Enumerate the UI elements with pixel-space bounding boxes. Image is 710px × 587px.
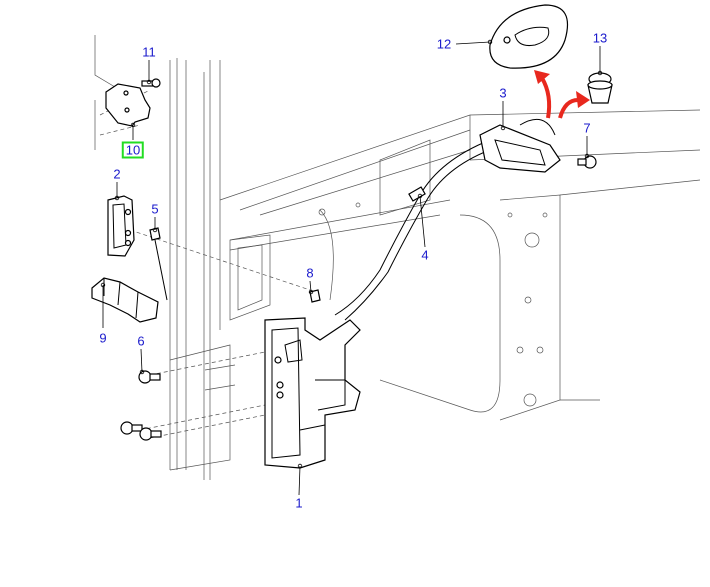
- part-5-clip-rod: [149, 227, 168, 301]
- callout-7[interactable]: 7: [583, 120, 591, 136]
- callout-3[interactable]: 3: [499, 85, 507, 101]
- arrow-head-13: [576, 91, 590, 108]
- callout-9[interactable]: 9: [99, 330, 107, 346]
- callout-8[interactable]: 8: [306, 265, 314, 281]
- callout-11[interactable]: 11: [142, 44, 156, 60]
- part-9-bracket: [91, 277, 159, 323]
- part-10-bracket: [105, 83, 151, 127]
- installation-arrows: [540, 76, 579, 119]
- door-frame: [94, 35, 701, 480]
- callout-12[interactable]: 12: [436, 36, 452, 52]
- part-3-handle-unit: [479, 118, 561, 173]
- part-4-cable: [334, 139, 496, 321]
- part-1-door-latch: [264, 317, 361, 469]
- callout-13[interactable]: 13: [592, 30, 608, 46]
- part-8-clip: [309, 289, 321, 303]
- callout-leaders: [100, 39, 603, 496]
- callout-2[interactable]: 2: [113, 166, 121, 182]
- callout-5[interactable]: 5: [151, 201, 159, 217]
- part-12-bezel: [489, 4, 569, 69]
- arrow-head-12: [534, 70, 550, 84]
- part-11-screw: [141, 78, 161, 88]
- callout-10-selected[interactable]: 10: [121, 141, 145, 159]
- callout-4[interactable]: 4: [421, 247, 429, 263]
- part-13-cap: [587, 72, 613, 104]
- callout-6[interactable]: 6: [137, 333, 145, 349]
- frame-holes: [318, 202, 548, 407]
- part-7-screw: [577, 155, 597, 169]
- callout-1[interactable]: 1: [295, 495, 303, 511]
- part-2-inner-handle: [107, 195, 135, 257]
- part-6-screws: [120, 370, 162, 441]
